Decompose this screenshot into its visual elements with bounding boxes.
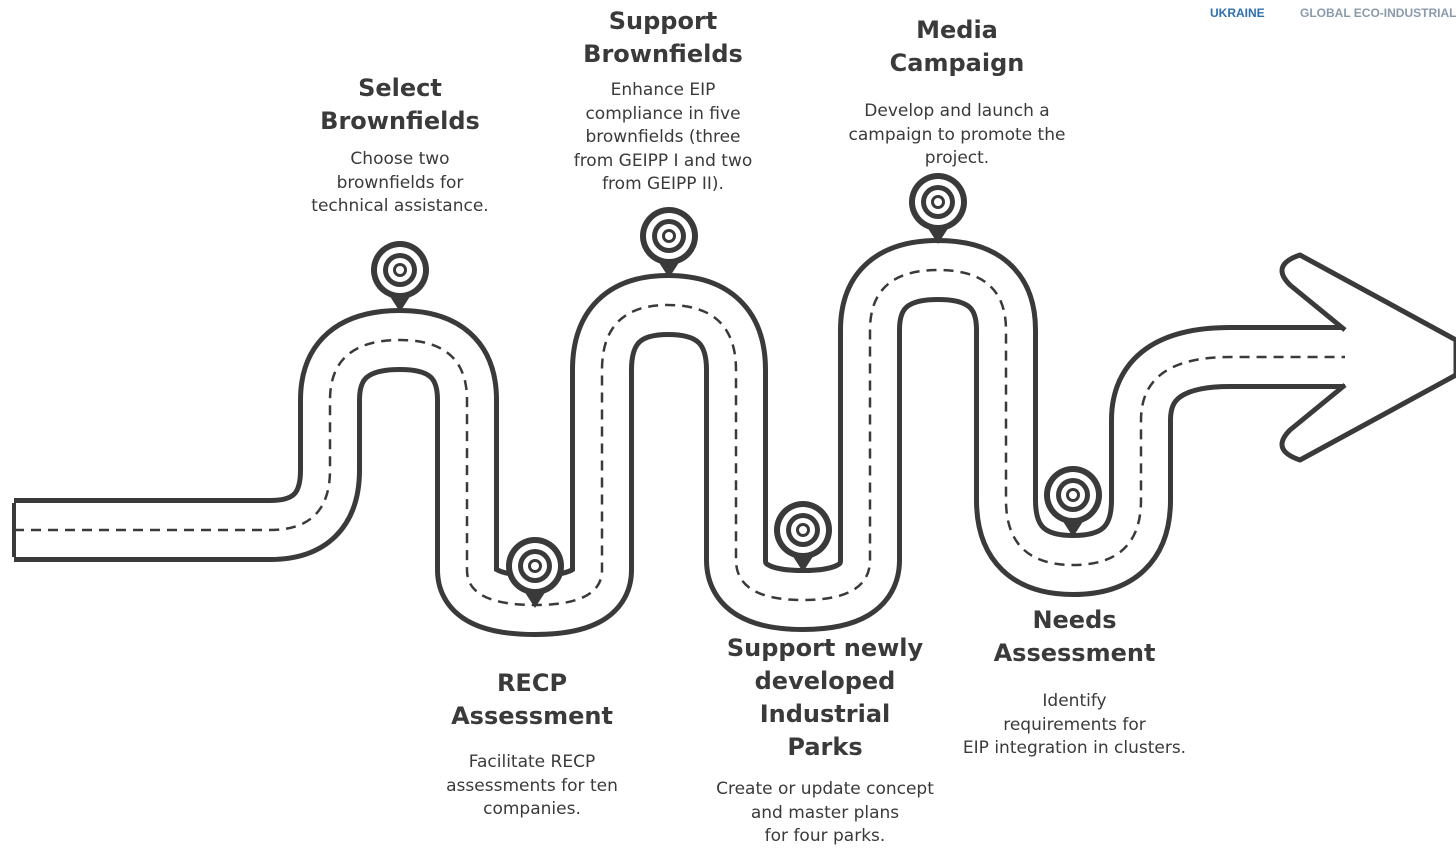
step-description: Enhance EIP compliance in five brownfiel… — [573, 80, 753, 194]
location-pin-icon — [640, 207, 698, 278]
location-pin-icon — [909, 173, 967, 244]
step-title: Media Campaign — [889, 16, 1025, 77]
step-recp-assessment: RECP Assessment Facilitate RECP assessme… — [412, 667, 652, 822]
step-description: Choose two brownfields for technical ass… — [311, 149, 489, 216]
step-title: Needs Assessment — [993, 606, 1156, 667]
location-pin-icon — [1044, 466, 1102, 537]
step-support-brownfields: Support Brownfields Enhance EIP complian… — [543, 5, 783, 197]
step-description: Create or update concept and master plan… — [716, 779, 934, 846]
step-title: Support newly developed Industrial Parks — [726, 634, 924, 761]
logo-geipp: GLOBAL ECO-INDUSTRIAL PARKS PROGRAMME — [1300, 6, 1456, 20]
road-center-line — [14, 268, 1345, 607]
step-description: Develop and launch a campaign to promote… — [848, 101, 1066, 168]
location-pin-icon — [371, 241, 429, 312]
step-description: Identify requirements for EIP integratio… — [962, 691, 1187, 758]
step-title: RECP Assessment — [451, 669, 613, 730]
step-description: Facilitate RECP assessments for ten comp… — [446, 752, 618, 819]
step-support-industrial-parks: Support newly developed Industrial Parks… — [690, 632, 960, 849]
location-pin-icon — [506, 537, 564, 608]
logo-ukraine: UKRAINE — [1210, 6, 1265, 20]
location-pin-icon — [774, 501, 832, 572]
road-surface — [14, 243, 1350, 632]
step-select-brownfields: Select Brownfields Choose two brownfield… — [280, 72, 520, 219]
step-needs-assessment: Needs Assessment Identify requirements f… — [942, 604, 1207, 761]
arrow-head-icon — [1279, 252, 1456, 463]
step-title: Select Brownfields — [320, 74, 480, 135]
step-title: Support Brownfields — [583, 7, 743, 68]
step-media-campaign: Media Campaign Develop and launch a camp… — [822, 14, 1092, 171]
